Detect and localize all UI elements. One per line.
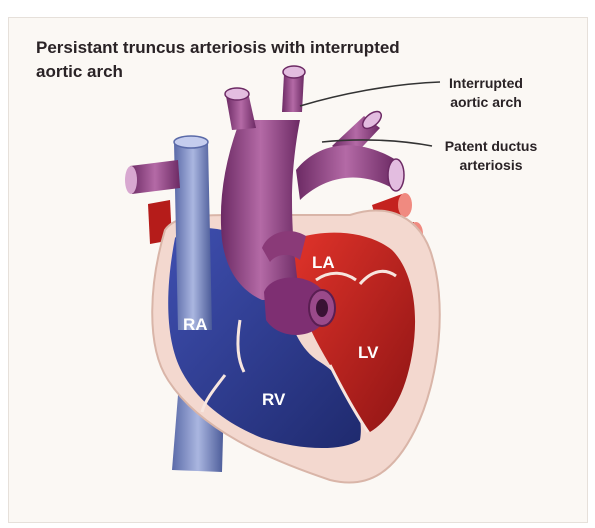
callout-interrupted-aortic-arch: Interrupted aortic arch — [416, 74, 556, 112]
label-ra: RA — [183, 315, 208, 334]
callout-pda-line-1: Patent ductus — [445, 138, 538, 154]
label-la: LA — [312, 253, 335, 272]
label-rv: RV — [262, 390, 286, 409]
label-lv: LV — [358, 343, 379, 362]
truncus-arteriosus — [221, 120, 300, 300]
callout-arch-line-2: aortic arch — [450, 94, 522, 110]
superior-vena-cava — [174, 136, 212, 330]
callout-arch-line-1: Interrupted — [449, 75, 523, 91]
callout-pda-line-2: arteriosis — [459, 157, 522, 173]
callout-patent-ductus: Patent ductus arteriosis — [416, 137, 566, 175]
pulmonary-artery-left — [125, 160, 180, 194]
